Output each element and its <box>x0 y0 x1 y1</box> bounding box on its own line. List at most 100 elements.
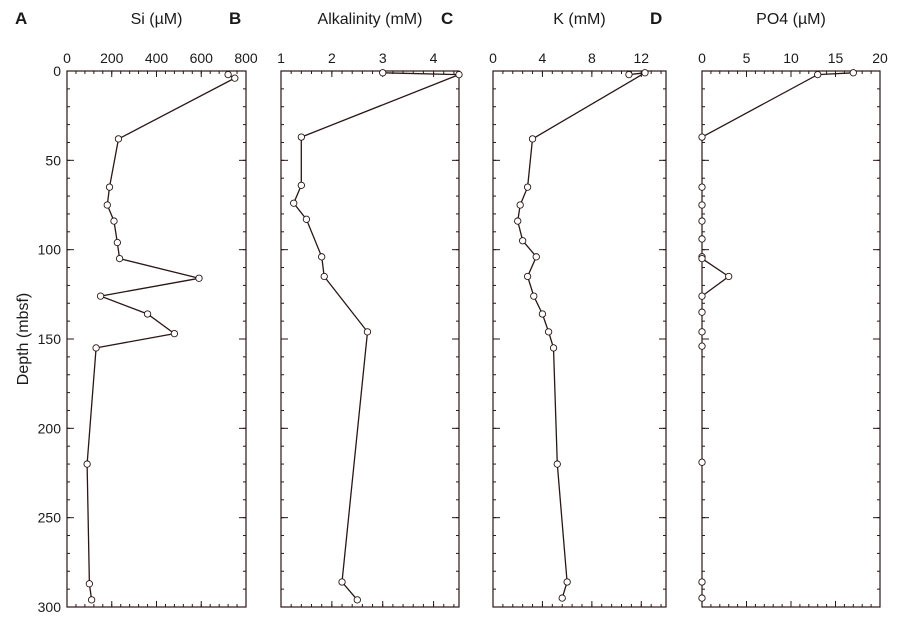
x-tick-label: 2 <box>328 50 336 66</box>
x-tick-label: 0 <box>698 50 706 66</box>
panel-d: 0 5 10 15 20 D PO4 (µM) <box>650 9 888 608</box>
panel-letter: B <box>229 9 241 28</box>
data-point <box>514 217 522 225</box>
y-axis-title-group: Depth (mbsf) <box>15 293 32 385</box>
data-point <box>698 328 706 336</box>
panel-a: 0 200 400 600 800 0 50 100 150 200 250 300 A Si (µM) <box>15 9 258 615</box>
x-tick-label: 20 <box>872 50 888 66</box>
x-tick-label: 0 <box>63 50 71 66</box>
data-point <box>87 596 96 604</box>
x-tick-label: 3 <box>379 50 387 66</box>
axis-title: Si (µM) <box>131 11 183 28</box>
x-tick-label: 4 <box>430 50 438 66</box>
data-point <box>698 235 706 243</box>
x-tick-label: 800 <box>234 50 258 66</box>
series-line <box>701 258 730 297</box>
data-point <box>698 578 706 586</box>
data-point <box>698 254 706 263</box>
data-point <box>224 70 232 79</box>
data-point <box>641 69 649 77</box>
y-tick-label: 250 <box>38 510 62 526</box>
data-point <box>814 70 822 79</box>
data-point <box>143 310 152 318</box>
data-point <box>353 596 361 604</box>
data-point <box>114 135 123 143</box>
data-point <box>110 217 118 225</box>
data-point <box>523 272 532 281</box>
data-point <box>698 217 706 225</box>
y-axis-title: Depth (mbsf) <box>15 293 32 385</box>
data-point <box>698 342 706 350</box>
x-tick-label: 1 <box>277 50 285 66</box>
series-line <box>701 72 854 138</box>
data-point <box>528 135 537 143</box>
data-point <box>698 292 706 300</box>
data-point <box>698 201 706 209</box>
data-point <box>297 133 305 141</box>
series-line <box>517 72 646 599</box>
series-line <box>86 74 237 600</box>
data-point <box>530 292 538 300</box>
data-point <box>115 254 124 263</box>
y-tick-label: 50 <box>45 152 61 168</box>
data-point <box>297 181 305 189</box>
data-point <box>698 133 706 141</box>
panel-letter: C <box>441 9 453 28</box>
data-point <box>455 70 463 79</box>
data-point <box>549 344 558 352</box>
x-tick-label: 15 <box>828 50 844 66</box>
data-point <box>85 580 94 588</box>
data-point <box>563 578 571 586</box>
panel-letter: A <box>15 9 27 28</box>
data-point <box>519 237 527 245</box>
y-tick-label: 300 <box>38 599 62 615</box>
data-point <box>105 183 114 191</box>
x-tick-label: 10 <box>783 50 799 66</box>
y-tick-label: 200 <box>38 420 62 436</box>
x-tick-label: 600 <box>190 50 214 66</box>
data-point <box>849 69 857 77</box>
data-point <box>338 578 346 586</box>
data-point <box>532 253 540 261</box>
data-point <box>302 215 311 223</box>
data-point <box>516 201 524 209</box>
plot-frame <box>701 70 881 608</box>
panel-letter: D <box>650 9 662 28</box>
data-point <box>96 292 105 300</box>
data-point <box>92 344 100 352</box>
plot-frame <box>66 70 247 608</box>
data-point <box>698 308 706 316</box>
x-tick-label: 5 <box>743 50 751 66</box>
data-point <box>698 594 706 602</box>
data-point <box>113 238 121 247</box>
data-point <box>231 74 239 82</box>
y-tick-label: 150 <box>38 331 62 347</box>
data-point <box>363 328 372 336</box>
axis-title: K (mM) <box>553 11 605 28</box>
series-line <box>292 72 460 601</box>
data-point <box>725 272 733 281</box>
x-tick-label: 12 <box>633 50 649 66</box>
axis-title: PO4 (µM) <box>756 11 826 28</box>
data-point <box>698 458 706 466</box>
data-point <box>320 272 328 281</box>
data-point <box>625 70 633 79</box>
x-tick-label: 400 <box>145 50 169 66</box>
x-tick-label: 8 <box>588 50 596 66</box>
axis-title: Alkalinity (mM) <box>318 11 423 28</box>
y-tick-label: 0 <box>53 63 61 79</box>
data-point <box>318 253 326 261</box>
data-point <box>698 183 706 191</box>
data-point <box>103 201 111 209</box>
panel-b: 1 2 3 4 B Alkalinity (mM) <box>229 9 463 608</box>
x-tick-label: 4 <box>539 50 547 66</box>
data-point <box>538 310 547 318</box>
data-point <box>558 594 566 602</box>
data-point <box>170 329 179 338</box>
data-point <box>379 69 387 77</box>
y-tick-label: 100 <box>38 242 62 258</box>
data-point <box>195 274 203 282</box>
x-tick-label: 200 <box>100 50 124 66</box>
plot-frame <box>492 70 667 608</box>
